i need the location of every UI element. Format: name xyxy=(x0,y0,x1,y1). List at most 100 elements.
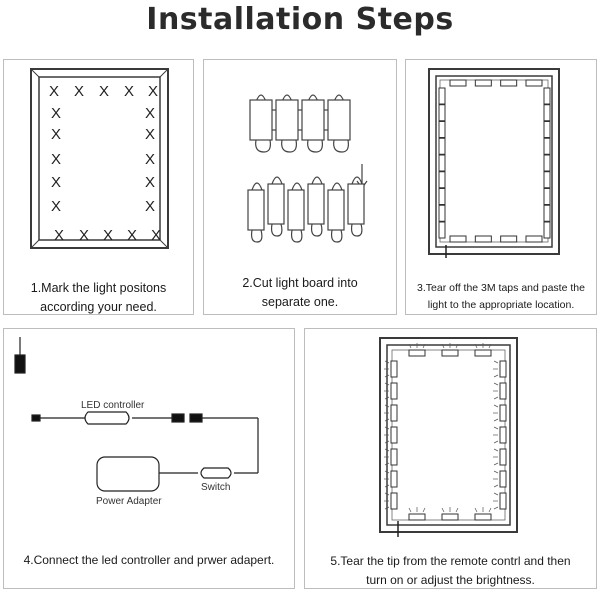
led-module xyxy=(543,104,551,122)
led-module xyxy=(438,87,446,105)
light-position-mark: X xyxy=(74,83,84,100)
led-module xyxy=(441,349,459,357)
light-position-mark: X xyxy=(51,105,61,122)
step-5-caption-line: turn on or adjust the brightness. xyxy=(366,573,535,587)
led-module xyxy=(500,235,518,243)
led-module xyxy=(525,235,543,243)
led-module xyxy=(543,171,551,189)
led-module xyxy=(474,79,492,87)
led-module xyxy=(438,137,446,155)
light-position-mark: X xyxy=(51,198,61,215)
led-module xyxy=(543,154,551,172)
step-5-caption: 5.Tear the tip from the remote contrl an… xyxy=(305,552,596,590)
led-module xyxy=(438,188,446,205)
led-module xyxy=(543,221,551,239)
light-position-mark: X xyxy=(51,174,61,191)
step-2-caption-line: separate one. xyxy=(261,295,339,309)
light-position-mark: X xyxy=(145,126,155,143)
led-module xyxy=(543,204,551,222)
led-module xyxy=(390,426,398,444)
step-3-caption: 3.Tear off the 3M taps and paste the lig… xyxy=(406,280,596,314)
led-module xyxy=(390,360,398,378)
led-module-piece xyxy=(287,189,305,231)
step-3-panel: 3.Tear off the 3M taps and paste the lig… xyxy=(405,59,597,315)
light-position-mark: X xyxy=(54,227,64,244)
led-module-piece xyxy=(347,183,365,225)
light-position-mark: X xyxy=(145,174,155,191)
step-2-light-board-illustration xyxy=(247,94,368,243)
light-position-mark: X xyxy=(103,227,113,244)
led-module-piece xyxy=(327,189,345,231)
light-position-mark: X xyxy=(151,227,161,244)
led-module xyxy=(449,79,467,87)
light-position-mark: X xyxy=(99,83,109,100)
light-position-mark: X xyxy=(148,83,158,100)
led-module xyxy=(390,404,398,422)
step-5-panel: 5.Tear the tip from the remote contrl an… xyxy=(304,328,597,589)
led-module xyxy=(525,79,543,87)
step-3-mirror-with-lights xyxy=(428,68,560,258)
step-5-caption-line: 5.Tear the tip from the remote contrl an… xyxy=(330,554,571,568)
led-module-piece xyxy=(247,189,265,231)
light-position-mark: X xyxy=(145,151,155,168)
switch-label: Switch xyxy=(201,482,230,493)
led-module xyxy=(408,349,426,357)
step-4-wiring-illustration: LED controller Power Adapter Switch xyxy=(14,337,259,507)
light-position-mark: X xyxy=(79,227,89,244)
led-module xyxy=(438,104,446,122)
led-module xyxy=(390,492,398,510)
led-controller-label: LED controller xyxy=(81,400,145,411)
led-module xyxy=(408,513,426,521)
step-1-caption-line: according your need. xyxy=(40,300,157,314)
light-position-mark: X xyxy=(51,126,61,143)
led-module xyxy=(438,221,446,239)
led-module-piece xyxy=(267,183,285,225)
led-module xyxy=(438,204,446,222)
page-title: Installation Steps xyxy=(146,2,454,37)
led-module xyxy=(499,426,507,444)
led-module xyxy=(499,448,507,466)
led-module xyxy=(543,121,551,138)
led-module xyxy=(499,404,507,422)
led-module xyxy=(438,121,446,138)
step-1-caption-line: 1.Mark the light positons xyxy=(30,281,167,295)
step-4-caption: 4.Connect the led controller and prwer a… xyxy=(4,551,294,570)
led-module xyxy=(390,382,398,400)
led-module xyxy=(438,154,446,172)
step-4-caption-line: 4.Connect the led controller and prwer a… xyxy=(23,553,275,567)
light-position-mark: X xyxy=(145,105,155,122)
led-module xyxy=(543,87,551,105)
step-4-panel: LED controller Power Adapter Switch 4.Co… xyxy=(3,328,295,589)
led-module xyxy=(474,349,492,357)
led-module xyxy=(543,188,551,205)
step-2-caption: 2.Cut light board into separate one. xyxy=(204,274,396,312)
led-module xyxy=(449,235,467,243)
led-module xyxy=(500,79,518,87)
led-module-piece xyxy=(307,183,325,225)
led-module xyxy=(441,513,459,521)
led-module xyxy=(499,360,507,378)
led-module xyxy=(474,235,492,243)
light-position-mark: X xyxy=(127,227,137,244)
led-module xyxy=(543,137,551,155)
led-module xyxy=(499,470,507,488)
step-2-caption-line: 2.Cut light board into xyxy=(242,276,358,290)
step-3-caption-line: light to the appropriate location. xyxy=(427,299,575,311)
step-3-caption-line: 3.Tear off the 3M taps and paste the xyxy=(417,282,585,294)
led-module xyxy=(474,513,492,521)
led-module xyxy=(499,492,507,510)
light-position-mark: X xyxy=(51,151,61,168)
light-position-mark: X xyxy=(49,83,59,100)
led-module xyxy=(438,171,446,189)
step-1-caption: 1.Mark the light positons according your… xyxy=(4,279,193,317)
light-position-mark: X xyxy=(124,83,134,100)
led-module xyxy=(499,382,507,400)
step-2-panel: 2.Cut light board into separate one. xyxy=(203,59,397,315)
light-position-mark: X xyxy=(145,198,155,215)
led-module xyxy=(390,448,398,466)
power-adapter-label: Power Adapter xyxy=(96,496,162,507)
led-module xyxy=(390,470,398,488)
step-5-mirror-lit-illustration xyxy=(379,337,518,537)
